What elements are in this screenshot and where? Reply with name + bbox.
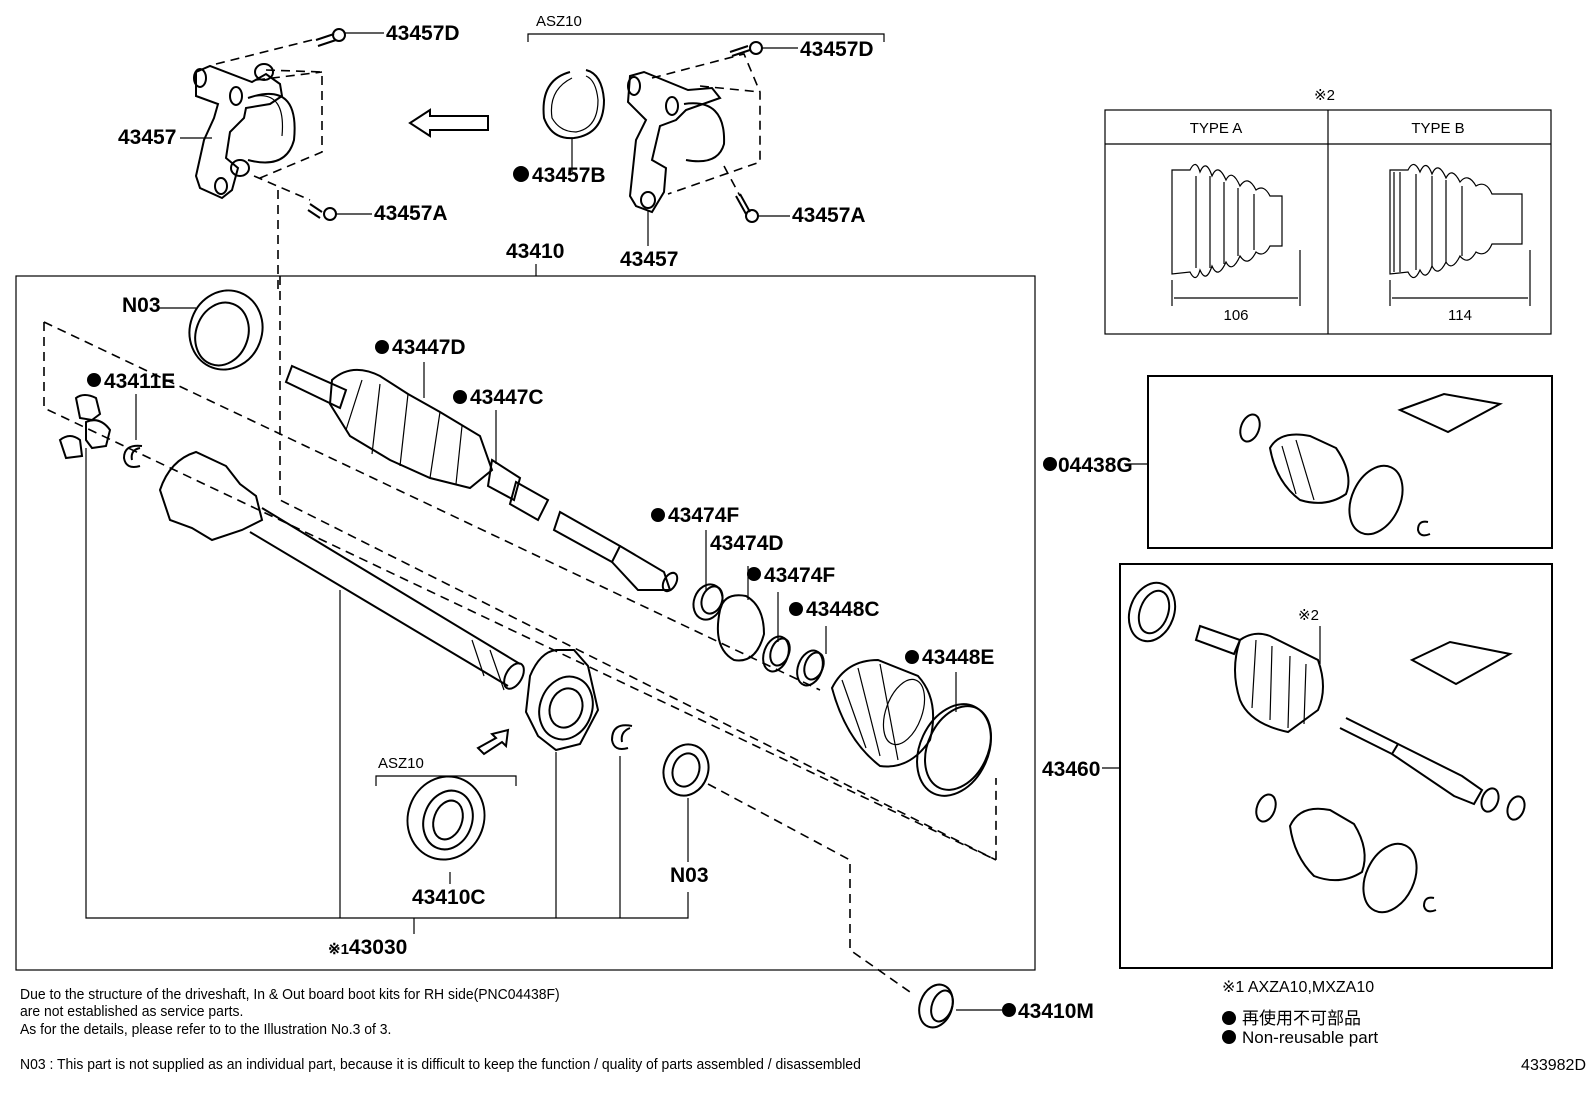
bolt-43457A-left: [307, 203, 337, 221]
note-ref-1: ※1: [328, 941, 349, 958]
inboard-joint-shaft[interactable]: [158, 450, 528, 692]
label-boot-type-ref: ※2: [1314, 87, 1335, 104]
part-number-43030: 43030: [349, 936, 407, 959]
legend-non-reusable-en-text: Non-reusable part: [1242, 1028, 1379, 1047]
label-asz10-bottom: ASZ10: [378, 755, 424, 772]
label-43457-left[interactable]: 43457: [118, 126, 176, 149]
outboard-joint[interactable]: [284, 364, 680, 594]
damper-clamp-1[interactable]: [689, 580, 728, 623]
note-line-1: Due to the structure of the driveshaft, …: [20, 986, 560, 1003]
label-04438G[interactable]: 04438G: [1058, 454, 1133, 477]
figure-id: 433982D: [1521, 1057, 1586, 1074]
oil-seal-n03-top[interactable]: [178, 280, 273, 380]
snap-ring-43457B[interactable]: [542, 69, 606, 140]
boot-type-a-header: TYPE A: [1190, 120, 1243, 137]
label-43457A-right[interactable]: 43457A: [792, 204, 866, 227]
label-boot-type-ref-kit: ※2: [1298, 607, 1319, 624]
snap-ring-43411E[interactable]: [122, 444, 143, 468]
label-43474D[interactable]: 43474D: [710, 532, 784, 555]
label-43474F-2[interactable]: 43474F: [764, 564, 835, 587]
label-asz10-top: ASZ10: [536, 13, 582, 30]
center-bearing-support[interactable]: [524, 649, 601, 752]
drive-shaft-assy-parts[interactable]: [1121, 576, 1528, 920]
legend-note-1: ※1 AXZA10,MXZA10: [1222, 979, 1375, 996]
label-43411E[interactable]: 43411E: [104, 370, 175, 393]
label-43030[interactable]: ※143030: [328, 936, 407, 959]
dust-seal-43410M[interactable]: [913, 980, 958, 1032]
label-n03-bottom[interactable]: N03: [670, 864, 709, 887]
label-43457B[interactable]: 43457B: [532, 164, 606, 187]
label-43460[interactable]: 43460: [1042, 758, 1100, 781]
boot-kit-box: [1147, 375, 1553, 549]
legend-non-reusable-jp-text: 再使用不可部品: [1242, 1009, 1361, 1028]
bolt-43457D-left: [315, 28, 346, 47]
boot-type-b-length: 114: [1448, 307, 1472, 324]
non-reusable-dot-icon: [1222, 1030, 1236, 1044]
shaft-assembly-box: [15, 275, 1036, 971]
note-line-2: are not established as service parts.: [20, 1003, 244, 1020]
label-43474F-1[interactable]: 43474F: [668, 504, 739, 527]
label-43410[interactable]: 43410: [506, 240, 564, 263]
boot-kit-parts[interactable]: [1237, 392, 1504, 543]
install-arrow-icon: [476, 728, 510, 756]
direction-arrow-icon: [408, 108, 489, 138]
bolt-43457A-right: [735, 193, 759, 223]
boot-type-table: ※2 TYPE A TYPE B 106 114: [1104, 87, 1552, 335]
non-reusable-dot-icon: [1222, 1011, 1236, 1025]
boot-type-a-length: 106: [1223, 307, 1248, 324]
label-43457-right[interactable]: 43457: [620, 248, 678, 271]
tripod-joint[interactable]: [58, 394, 112, 460]
drive-shaft-assy-box: [1119, 563, 1553, 969]
inner-boot-clamp-small[interactable]: [793, 647, 828, 689]
inner-boot-clamp-large[interactable]: [903, 692, 1005, 808]
bracket-left[interactable]: [193, 63, 296, 200]
label-43410M[interactable]: 43410M: [1018, 1000, 1094, 1023]
dynamic-damper[interactable]: [716, 594, 766, 662]
inner-boot[interactable]: [830, 658, 935, 768]
label-43457D-right[interactable]: 43457D: [800, 38, 874, 61]
note-n03: N03 : This part is not supplied as an in…: [20, 1056, 861, 1073]
bracket-right[interactable]: [626, 70, 726, 214]
boot-type-b-header: TYPE B: [1411, 120, 1464, 137]
label-43457D-left[interactable]: 43457D: [386, 22, 460, 45]
label-n03-top[interactable]: N03: [122, 294, 161, 317]
label-43447D[interactable]: 43447D: [392, 336, 466, 359]
damper-clamp-2[interactable]: [759, 633, 794, 675]
bolt-43457D-right: [729, 41, 763, 57]
legend-non-reusable-jp: 再使用不可部品: [1222, 1004, 1361, 1029]
oil-seal-n03-bottom[interactable]: [656, 738, 715, 802]
label-43447C[interactable]: 43447C: [470, 386, 544, 409]
label-43448E[interactable]: 43448E: [922, 646, 994, 669]
snap-ring-center[interactable]: [610, 724, 633, 750]
note-line-3: As for the details, please refer to to t…: [20, 1021, 392, 1038]
bearing-43410C[interactable]: [396, 766, 496, 871]
label-43410C[interactable]: 43410C: [412, 886, 486, 909]
label-43457A-left[interactable]: 43457A: [374, 202, 448, 225]
label-43448C[interactable]: 43448C: [806, 598, 880, 621]
legend-non-reusable-en: Non-reusable part: [1222, 1028, 1378, 1048]
